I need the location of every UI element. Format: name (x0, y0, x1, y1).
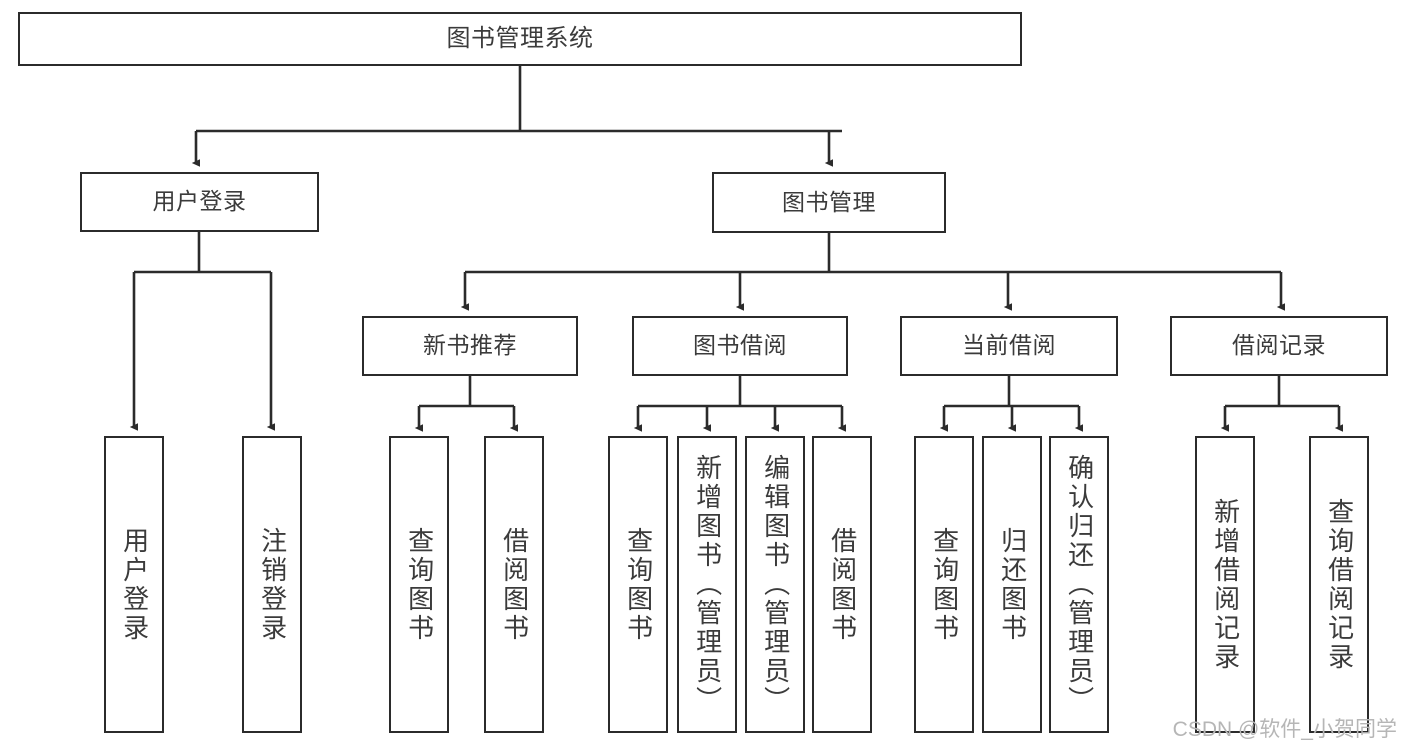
node-label: 借阅图书 (827, 526, 858, 643)
leaf-return-book[interactable]: 归还图书 (982, 436, 1042, 733)
node-new-book-recommend[interactable]: 新书推荐 (362, 316, 578, 376)
node-label: 新书推荐 (423, 332, 517, 359)
leaf-query-book-3[interactable]: 查询图书 (914, 436, 974, 733)
node-book-borrow[interactable]: 图书借阅 (632, 316, 848, 376)
node-current-borrow[interactable]: 当前借阅 (900, 316, 1118, 376)
node-root-system[interactable]: 图书管理系统 (18, 12, 1022, 66)
node-label: 注销登录 (257, 526, 288, 643)
node-label: 当前借阅 (962, 332, 1056, 359)
node-label: 借阅记录 (1232, 332, 1326, 359)
leaf-edit-book-admin[interactable]: 编辑图书（管理员） (745, 436, 805, 733)
node-label: 查询图书 (929, 526, 960, 643)
leaf-confirm-return-admin[interactable]: 确认归还（管理员） (1049, 436, 1109, 733)
node-label: 图书管理 (782, 188, 876, 215)
leaf-add-borrow-record[interactable]: 新增借阅记录 (1195, 436, 1255, 733)
node-label: 新增图书（管理员） (692, 454, 723, 715)
leaf-user-login[interactable]: 用户登录 (104, 436, 164, 733)
node-label: 查询图书 (404, 526, 435, 643)
node-label: 查询图书 (623, 526, 654, 643)
node-label: 图书管理系统 (446, 24, 594, 52)
leaf-add-book-admin[interactable]: 新增图书（管理员） (677, 436, 737, 733)
node-book-management[interactable]: 图书管理 (712, 172, 946, 233)
node-label: 确认归还（管理员） (1064, 454, 1095, 715)
leaf-logout-login[interactable]: 注销登录 (242, 436, 302, 733)
node-label: 图书借阅 (693, 332, 787, 359)
node-user-login[interactable]: 用户登录 (80, 172, 319, 232)
node-label: 用户登录 (152, 188, 247, 215)
leaf-query-book-2[interactable]: 查询图书 (608, 436, 668, 733)
leaf-query-book-1[interactable]: 查询图书 (389, 436, 449, 733)
leaf-query-borrow-record[interactable]: 查询借阅记录 (1309, 436, 1369, 733)
leaf-borrow-book-1[interactable]: 借阅图书 (484, 436, 544, 733)
node-borrow-record[interactable]: 借阅记录 (1170, 316, 1388, 376)
node-label: 编辑图书（管理员） (760, 454, 791, 715)
leaf-borrow-book-2[interactable]: 借阅图书 (812, 436, 872, 733)
node-label: 用户登录 (119, 526, 150, 643)
node-label: 借阅图书 (499, 526, 530, 643)
node-label: 查询借阅记录 (1324, 497, 1355, 672)
node-label: 归还图书 (997, 526, 1028, 643)
node-label: 新增借阅记录 (1210, 497, 1241, 672)
